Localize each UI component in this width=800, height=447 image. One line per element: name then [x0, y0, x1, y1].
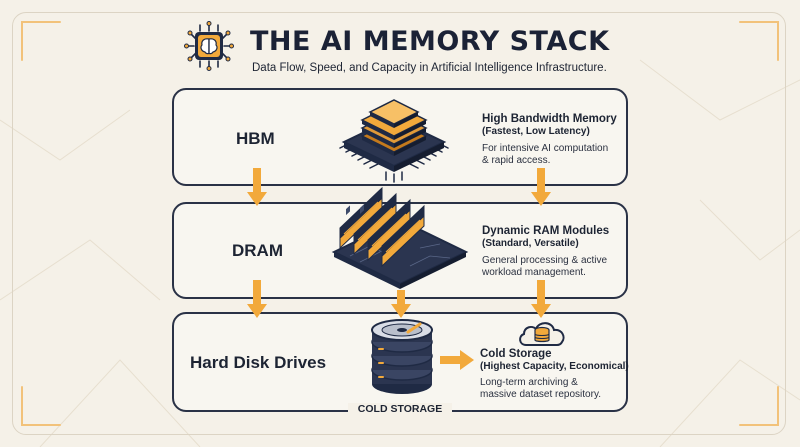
tier-description: Cold Storage (Highest Capacity, Economic…: [480, 348, 630, 401]
cloud-storage-icon: [519, 322, 565, 346]
dram-modules-icon: [331, 186, 469, 289]
hard-disk-icon: [371, 319, 433, 394]
brain-chip-icon: [184, 21, 234, 71]
tier-subtitle: (Standard, Versatile): [482, 238, 579, 249]
tier-text: General processing & active workload man…: [482, 255, 608, 278]
outer-frame: [12, 12, 786, 435]
tier-title: Dynamic RAM Modules: [482, 225, 610, 237]
header: THE AI MEMORY STACK Data Flow, Speed, an…: [0, 20, 800, 80]
flow-arrow-icon: [247, 168, 267, 206]
tier-title: Cold Storage: [480, 348, 552, 360]
flow-arrow-icon: [531, 280, 551, 318]
page-title: THE AI MEMORY STACK: [250, 26, 610, 57]
tier-description: High Bandwidth Memory (Fastest, Low Late…: [482, 113, 632, 167]
tier-text: Long-term archiving & massive dataset re…: [480, 377, 601, 400]
flow-arrow-icon: [391, 290, 411, 318]
flow-arrow-icon: [247, 280, 267, 318]
flow-arrow-icon: [531, 168, 551, 206]
tier-label: HBM: [236, 129, 275, 148]
page-subtitle: Data Flow, Speed, and Capacity in Artifi…: [252, 62, 607, 74]
cold-storage-caption: COLD STORAGE: [348, 403, 452, 415]
tier-label: Hard Disk Drives: [190, 353, 327, 372]
tier-description: Dynamic RAM Modules (Standard, Versatile…: [482, 225, 632, 279]
tier-subtitle: (Fastest, Low Latency): [482, 126, 590, 137]
hbm-chip-icon: [339, 99, 449, 183]
tier-label: DRAM: [232, 241, 283, 260]
tier-text: For intensive AI computation & rapid acc…: [482, 143, 609, 166]
tier-subtitle: (Highest Capacity, Economical): [480, 361, 629, 372]
tier-title: High Bandwidth Memory: [482, 113, 617, 125]
flow-arrow-icon: [440, 350, 474, 370]
